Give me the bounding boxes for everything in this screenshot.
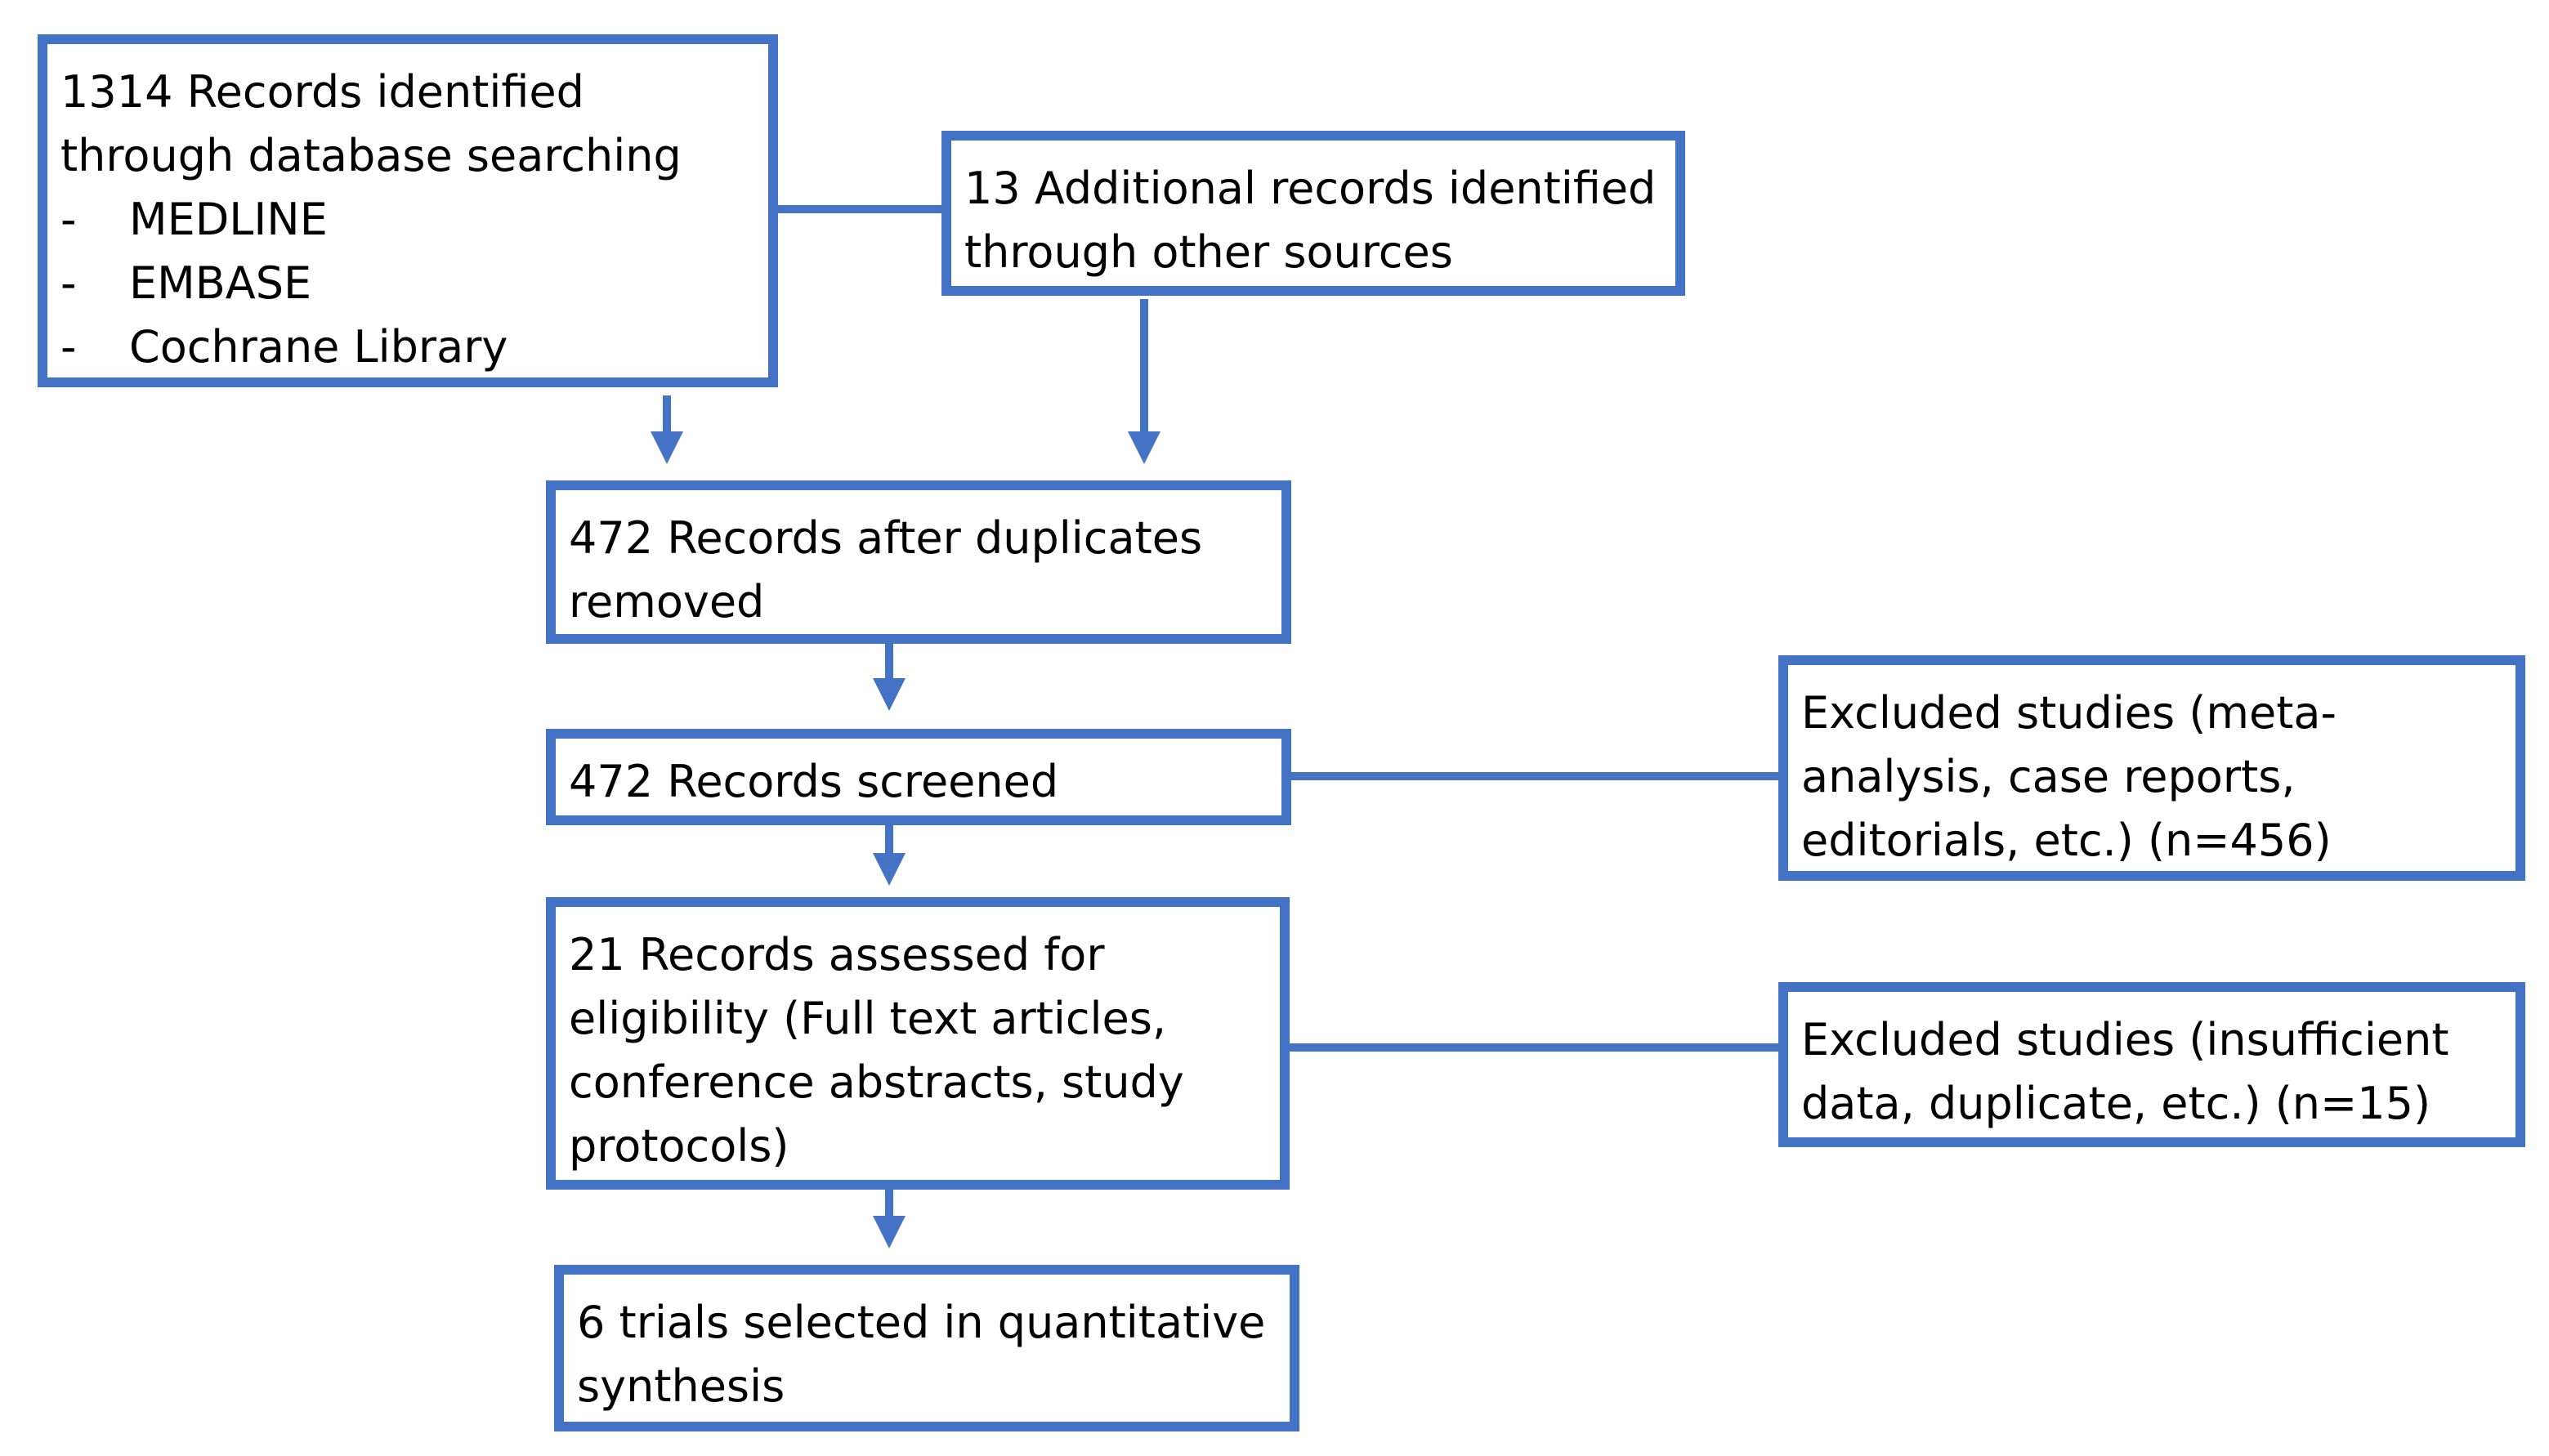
excluded-eligibility-line-2: data, duplicate, etc.) (n=15) [1801, 1078, 2431, 1129]
excluded-screening-line-2: analysis, case reports, [1801, 751, 2296, 802]
database-item-medline: - MEDLINE [60, 188, 755, 252]
eligibility-line-3: conference abstracts, study [569, 1056, 1184, 1108]
database-item-label: EMBASE [129, 257, 312, 309]
database-item-cochrane: -Cochrane Library [60, 315, 755, 379]
bullet-dash: - [60, 194, 77, 245]
after-duplicates-box: 472 Records after duplicates removed [546, 480, 1291, 644]
included-line-1: 6 trials selected in quantitative [577, 1297, 1266, 1348]
bullet-dash: - [60, 321, 77, 373]
excluded-screening-line-3: editorials, etc.) (n=456) [1801, 815, 2332, 866]
database-item-label: Cochrane Library [129, 321, 508, 373]
database-item-embase: -EMBASE [60, 252, 755, 315]
other-sources-box: 13 Additional records identified through… [941, 131, 1685, 296]
database-item-label: MEDLINE [129, 194, 328, 245]
bullet-dash: - [60, 257, 77, 309]
eligibility-line-1: 21 Records assessed for [569, 929, 1105, 980]
excluded-eligibility-box: Excluded studies (insufficient data, dup… [1778, 982, 2525, 1147]
database-search-line-1: 1314 Records identified [60, 66, 584, 118]
other-sources-line-1: 13 Additional records identified [964, 163, 1657, 214]
screened-line-1: 472 Records screened [569, 756, 1059, 807]
screened-box: 472 Records screened [546, 729, 1291, 825]
database-search-line-2: through database searching [60, 130, 682, 181]
eligibility-line-4: protocols) [569, 1120, 789, 1172]
database-search-box: 1314 Records identified through database… [38, 34, 778, 387]
after-duplicates-line-1: 472 Records after duplicates [569, 512, 1203, 564]
included-box: 6 trials selected in quantitative synthe… [554, 1265, 1299, 1431]
excluded-eligibility-line-1: Excluded studies (insufficient [1801, 1014, 2449, 1065]
eligibility-box: 21 Records assessed for eligibility (Ful… [546, 897, 1290, 1190]
after-duplicates-line-2: removed [569, 576, 765, 628]
excluded-screening-box: Excluded studies (meta- analysis, case r… [1778, 655, 2525, 881]
included-line-2: synthesis [577, 1360, 785, 1412]
excluded-screening-line-1: Excluded studies (meta- [1801, 687, 2337, 739]
other-sources-line-2: through other sources [964, 226, 1453, 278]
eligibility-line-2: eligibility (Full text articles, [569, 993, 1167, 1044]
